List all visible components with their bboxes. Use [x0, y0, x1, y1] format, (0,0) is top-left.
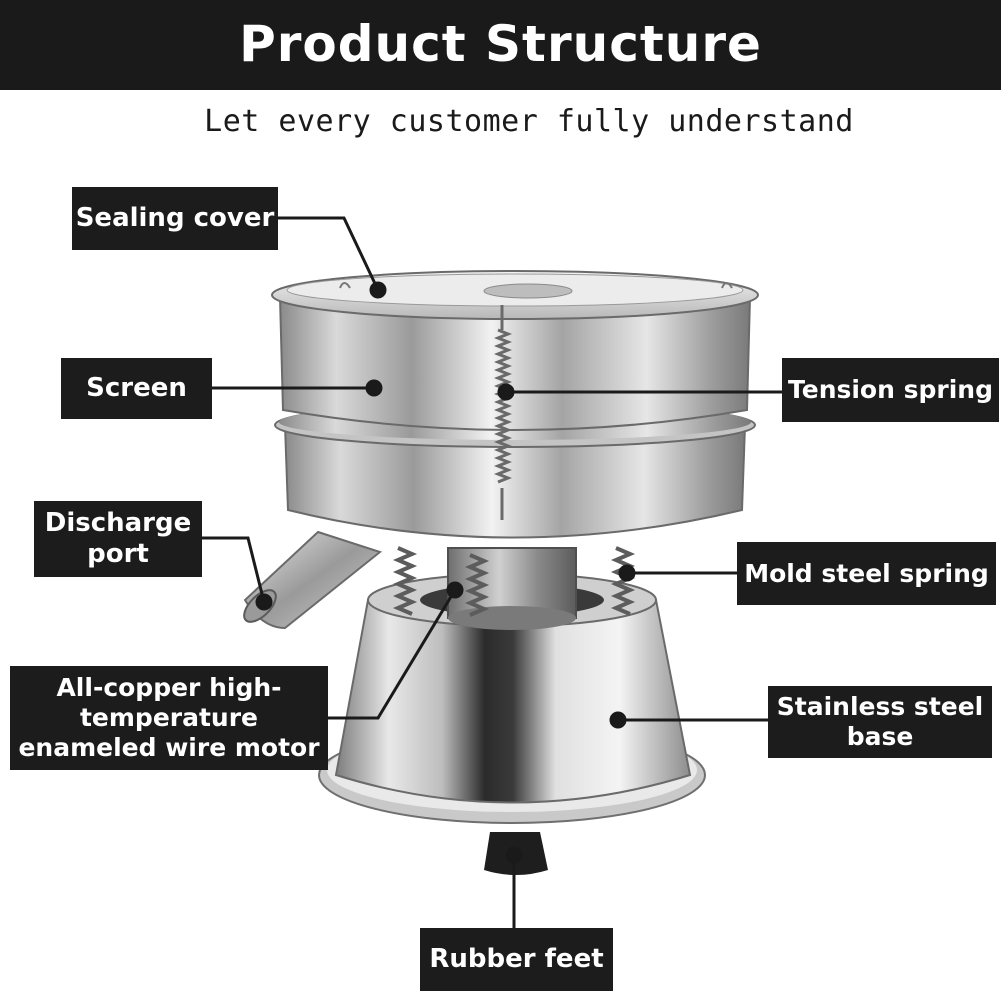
screen-drum [278, 296, 752, 431]
page-title: Product Structure [239, 15, 762, 73]
header-bar [0, 0, 1001, 90]
tension-spring [493, 305, 513, 520]
label-mold-steel-spring-text: Mold steel spring [744, 558, 989, 588]
label-base-line2: base [846, 722, 914, 751]
page-subtitle: Let every customer fully understand [204, 104, 854, 139]
label-sealing-cover-text: Sealing cover [75, 202, 275, 233]
leader-lines [202, 216, 782, 930]
label-tension-spring: Tension spring [782, 358, 999, 422]
label-discharge-port-line1: Discharge [44, 507, 192, 538]
lower-drum [283, 424, 747, 539]
label-stainless-steel-base: Stainless steel base [768, 686, 992, 758]
label-tension-spring-text: Tension spring [788, 375, 993, 404]
label-discharge-port-line2: port [87, 539, 149, 569]
label-screen: Screen [61, 358, 212, 419]
label-discharge-port: Discharge port [34, 501, 202, 577]
label-mold-steel-spring: Mold steel spring [737, 542, 996, 605]
label-motor-line3: enameled wire motor [18, 733, 320, 762]
discharge-spout [243, 530, 383, 630]
label-motor-line1: All-copper high- [56, 673, 282, 702]
label-rubber-feet-text: Rubber feet [429, 943, 604, 974]
label-sealing-cover: Sealing cover [72, 187, 278, 250]
label-base-line1: Stainless steel [776, 692, 984, 721]
label-motor: All-copper high- temperature enameled wi… [10, 666, 328, 770]
stainless-base-body [334, 599, 692, 804]
label-screen-text: Screen [86, 372, 187, 403]
label-rubber-feet: Rubber feet [420, 928, 613, 991]
label-motor-line2: temperature [79, 703, 259, 732]
mold-steel-springs [392, 546, 636, 617]
